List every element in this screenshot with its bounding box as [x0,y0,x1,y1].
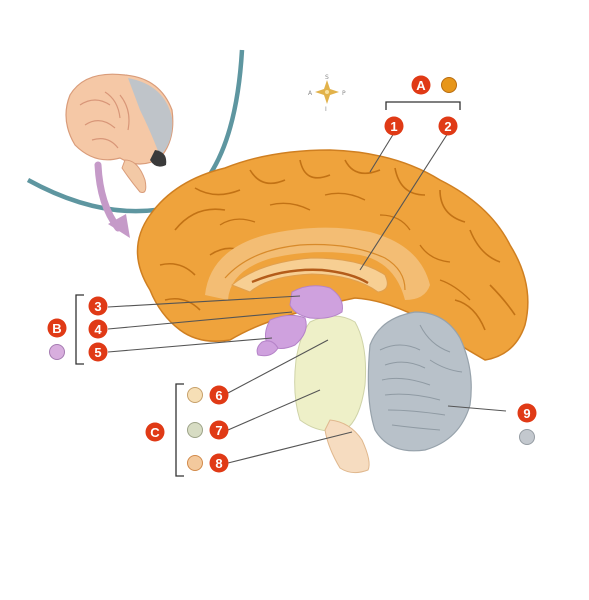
leader-lines [107,132,507,464]
label-badge-3: 3 [88,296,108,316]
svg-text:A: A [416,78,426,93]
compass-bottom-label: I [325,106,327,113]
group-b-swatch [49,344,65,360]
svg-text:9: 9 [523,406,530,421]
orientation-compass-icon: S A P I [308,74,346,113]
label-7-swatch [187,422,203,438]
label-9-swatch [519,429,535,445]
label-badge-8: 8 [209,453,229,473]
brainstem-medulla [324,419,370,474]
svg-text:3: 3 [94,299,101,314]
diencephalon-structures [256,285,343,357]
brainstem-midbrain-pons [294,315,367,432]
bracket-a [385,101,461,110]
svg-text:6: 6 [215,388,222,403]
label-badge-6: 6 [209,385,229,405]
group-a-badge: A [411,75,431,95]
svg-text:1: 1 [390,119,397,134]
compass-right-label: P [342,90,346,97]
label-badge-5: 5 [88,342,108,362]
svg-text:2: 2 [444,119,451,134]
bracket-c [175,383,184,477]
cerebellum [367,311,472,452]
group-c-badge: C [145,422,165,442]
svg-text:4: 4 [94,322,102,337]
label-badge-4: 4 [88,319,108,339]
group-a-swatch [441,77,457,93]
svg-text:5: 5 [94,345,101,360]
group-b-badge: B [47,318,67,338]
svg-text:8: 8 [215,456,222,471]
label-badge-2: 2 [438,116,458,136]
svg-text:7: 7 [215,423,222,438]
label-badge-1: 1 [384,116,404,136]
compass-left-label: A [308,90,313,97]
inset-brain-thumbnail [65,73,174,193]
label-8-swatch [187,455,203,471]
cerebrum [136,149,529,361]
compass-top-label: S [325,74,329,81]
svg-text:B: B [52,321,61,336]
label-badge-9: 9 [517,403,537,423]
label-badge-7: 7 [209,420,229,440]
svg-text:C: C [150,425,160,440]
label-6-swatch [187,387,203,403]
curved-arrow-icon [94,161,130,238]
bracket-b [75,294,84,365]
